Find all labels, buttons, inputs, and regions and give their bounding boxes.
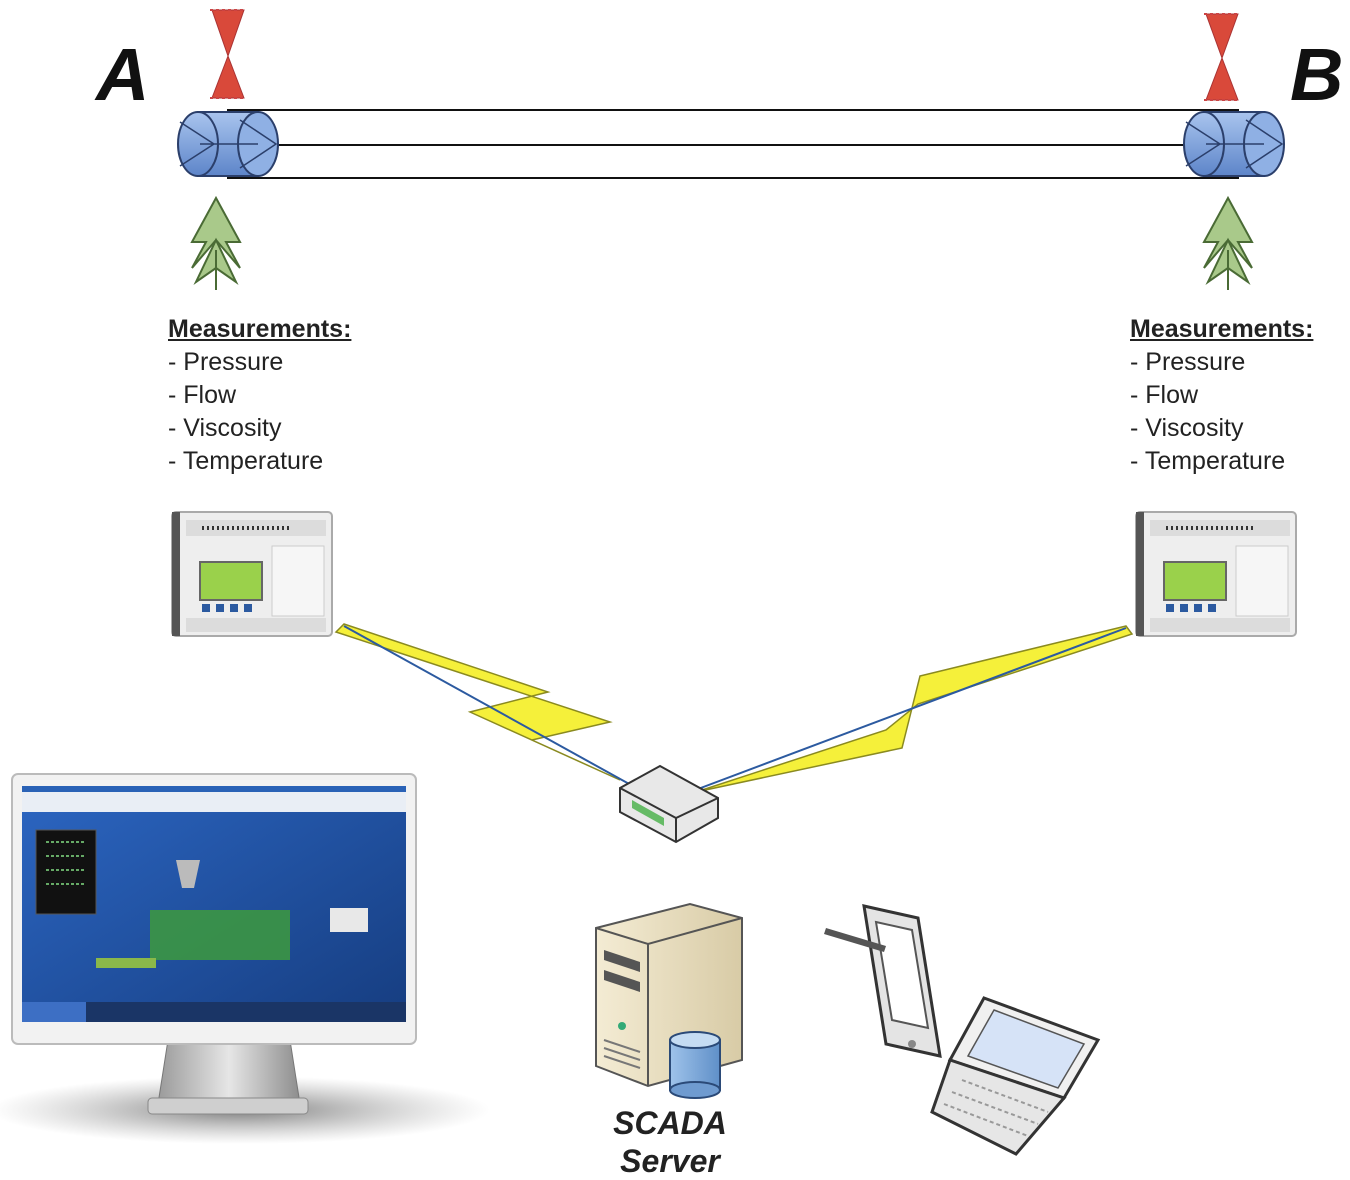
lightning-link-icon [689,625,1134,793]
up-arrow-icon [1202,195,1254,290]
endpoint-b-label: B [1290,33,1344,116]
valve-icon [210,9,246,99]
plc-icon [171,511,333,637]
up-arrow-icon [190,195,242,290]
pipeline [227,109,1239,179]
server-label-line2: Server [620,1143,720,1179]
endpoint-a-label: A [96,33,150,116]
tablet-icon [824,904,942,1058]
laptop-icon [930,996,1101,1156]
measurement-item: Pressure [1130,346,1313,379]
database-icon [669,1031,721,1099]
measurements-title: Measurements: [1130,315,1314,343]
measurement-item: Temperature [168,445,351,478]
measurement-item: Flow [1130,379,1313,412]
measurement-item: Temperature [1130,445,1313,478]
valve-icon [1204,13,1240,101]
measurements-a: Measurements: Pressure Flow Viscosity Te… [168,313,351,478]
plc-icon [1135,511,1297,637]
pipe-end-b [1183,111,1285,177]
server-label-line1: SCADA [613,1105,727,1141]
lightning-link-icon [334,623,641,791]
measurements-b: Measurements: Pressure Flow Viscosity Te… [1130,313,1313,478]
measurement-item: Viscosity [168,412,351,445]
monitor-icon [0,773,490,1144]
pipe-end-a [177,111,279,177]
scada-server-label: SCADA Server [560,1104,780,1180]
measurement-item: Viscosity [1130,412,1313,445]
measurement-item: Flow [168,379,351,412]
measurement-item: Pressure [168,346,351,379]
measurements-title: Measurements: [168,315,352,343]
router-icon [619,764,719,844]
